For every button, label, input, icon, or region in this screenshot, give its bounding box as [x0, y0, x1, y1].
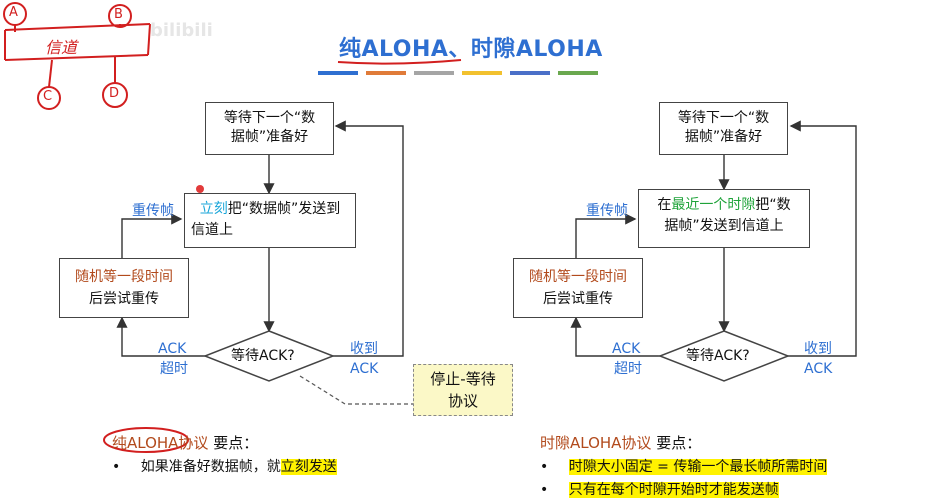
left-arrow-received — [333, 120, 404, 357]
right-timeout-label: 超时 — [614, 361, 642, 377]
channel-sketch — [3, 2, 151, 110]
right-key-title-main: 时隙ALOHA协议 — [540, 434, 652, 452]
bullet-dot: • — [540, 482, 549, 498]
channel-box-bottom — [4, 54, 149, 61]
right-arrow-retransmit — [575, 213, 637, 258]
right-key-title: 时隙ALOHA协议 要点： — [540, 432, 701, 453]
left-arrow-retransmit — [121, 213, 183, 258]
handwriting-d: D — [109, 86, 120, 101]
right-received-label: 收到 — [804, 341, 832, 357]
right-send-line2: 据帧”发送到信道上 — [664, 218, 784, 234]
left-retransmit-label: 重传帧 — [132, 203, 174, 219]
handwriting-channel: 信道 — [45, 38, 78, 57]
left-send-frame-box: 立刻把“数据帧”发送到 信道上 — [184, 193, 356, 248]
handwriting-b: B — [114, 7, 123, 22]
page-title: 纯ALOHA、时隙ALOHA — [339, 37, 603, 62]
right-decision-diamond — [657, 330, 791, 382]
left-bullet-highlight: 立刻发送 — [280, 459, 337, 475]
left-retry-line1: 随机等一段时间 — [75, 269, 173, 285]
right-ack-label: ACK — [612, 341, 641, 357]
right-key-title-suffix: 要点： — [651, 434, 702, 452]
left-arrow-timeout — [116, 316, 208, 357]
watermark: bilibili — [150, 20, 213, 41]
color-bar-segment — [510, 71, 550, 75]
right-bullet-2-text: 只有在每个时隙开始时才能发送帧 — [568, 482, 779, 498]
right-wait-frame-line2: 据帧”准备好 — [684, 129, 763, 145]
left-key-title: 纯ALOHA协议 要点： — [112, 432, 258, 453]
color-bar-segment — [414, 71, 454, 75]
note-callout-line — [299, 375, 413, 405]
right-send-rest: 把“数 — [755, 197, 791, 213]
title-underline-sketch — [337, 59, 462, 65]
color-bar-segment — [558, 71, 598, 75]
handwriting-a: A — [9, 5, 18, 20]
stop-and-wait-note: 停止-等待 协议 — [413, 364, 513, 416]
right-wait-frame-box: 等待下一个“数 据帧”准备好 — [659, 102, 788, 155]
left-key-title-main: 纯ALOHA协议 — [112, 434, 209, 452]
left-key-title-suffix: 要点： — [208, 434, 259, 452]
handwriting-c: C — [43, 89, 53, 104]
right-retry-line1: 随机等一段时间 — [529, 269, 627, 285]
left-key-bullet: • 如果准备好数据帧，就立刻发送 — [112, 456, 337, 476]
right-retry-line2: 后尝试重传 — [543, 291, 613, 307]
left-decision-diamond — [202, 330, 336, 382]
left-retry-box: 随机等一段时间 后尝试重传 — [59, 258, 189, 318]
left-wait-frame-line2: 据帧”准备好 — [230, 129, 309, 145]
right-retransmit-label: 重传帧 — [586, 203, 628, 219]
left-wait-frame-box: 等待下一个“数 据帧”准备好 — [205, 102, 334, 155]
left-timeout-label: 超时 — [160, 361, 188, 377]
right-wait-frame-line1: 等待下一个“数 — [677, 110, 770, 126]
left-received-ack-label: ACK — [350, 361, 379, 377]
handwriting-sketch — [3, 2, 151, 110]
left-send-rest: 把“数据帧”发送到 — [227, 201, 341, 217]
left-received-label: 收到 — [350, 341, 378, 357]
right-send-frame-box: 在最近一个时隙把“数 据帧”发送到信道上 — [638, 189, 810, 248]
right-arrow-timeout — [570, 316, 663, 357]
right-retry-box: 随机等一段时间 后尝试重传 — [513, 258, 643, 318]
left-send-immediately: 立刻 — [199, 201, 228, 217]
color-bar-segment — [366, 71, 406, 75]
color-bar-segment — [318, 71, 358, 75]
left-send-line2: 信道上 — [191, 222, 233, 238]
note-line1: 停止-等待 — [430, 370, 496, 388]
pointer-dot — [196, 185, 204, 193]
left-bullet-text: 如果准备好数据帧，就 — [140, 459, 281, 475]
right-received-ack-label: ACK — [804, 361, 833, 377]
left-wait-frame-line1: 等待下一个“数 — [223, 110, 316, 126]
color-bar-segment — [462, 71, 502, 75]
right-diamond-label: 等待ACK? — [686, 348, 750, 364]
bullet-dot: • — [112, 459, 121, 475]
right-send-nearest-slot: 最近一个时隙 — [671, 197, 756, 213]
channel-box-right — [147, 23, 151, 56]
right-arrow-received — [787, 120, 857, 357]
right-key-bullet-1: • 时隙大小固定 = 传输一个最长帧所需时间 — [540, 456, 828, 476]
right-send-pre: 在 — [657, 197, 672, 213]
right-bullet-1-text: 时隙大小固定 = 传输一个最长帧所需时间 — [568, 459, 828, 475]
left-ack-label: ACK — [158, 341, 187, 357]
bullet-dot: • — [540, 459, 549, 475]
note-line2: 协议 — [447, 392, 478, 410]
link-c — [48, 59, 53, 88]
left-diamond-label: 等待ACK? — [231, 348, 295, 364]
right-key-bullet-2: • 只有在每个时隙开始时才能发送帧 — [540, 479, 779, 499]
left-retry-line2: 后尝试重传 — [89, 291, 159, 307]
key-title-sketch-circle — [103, 427, 189, 453]
